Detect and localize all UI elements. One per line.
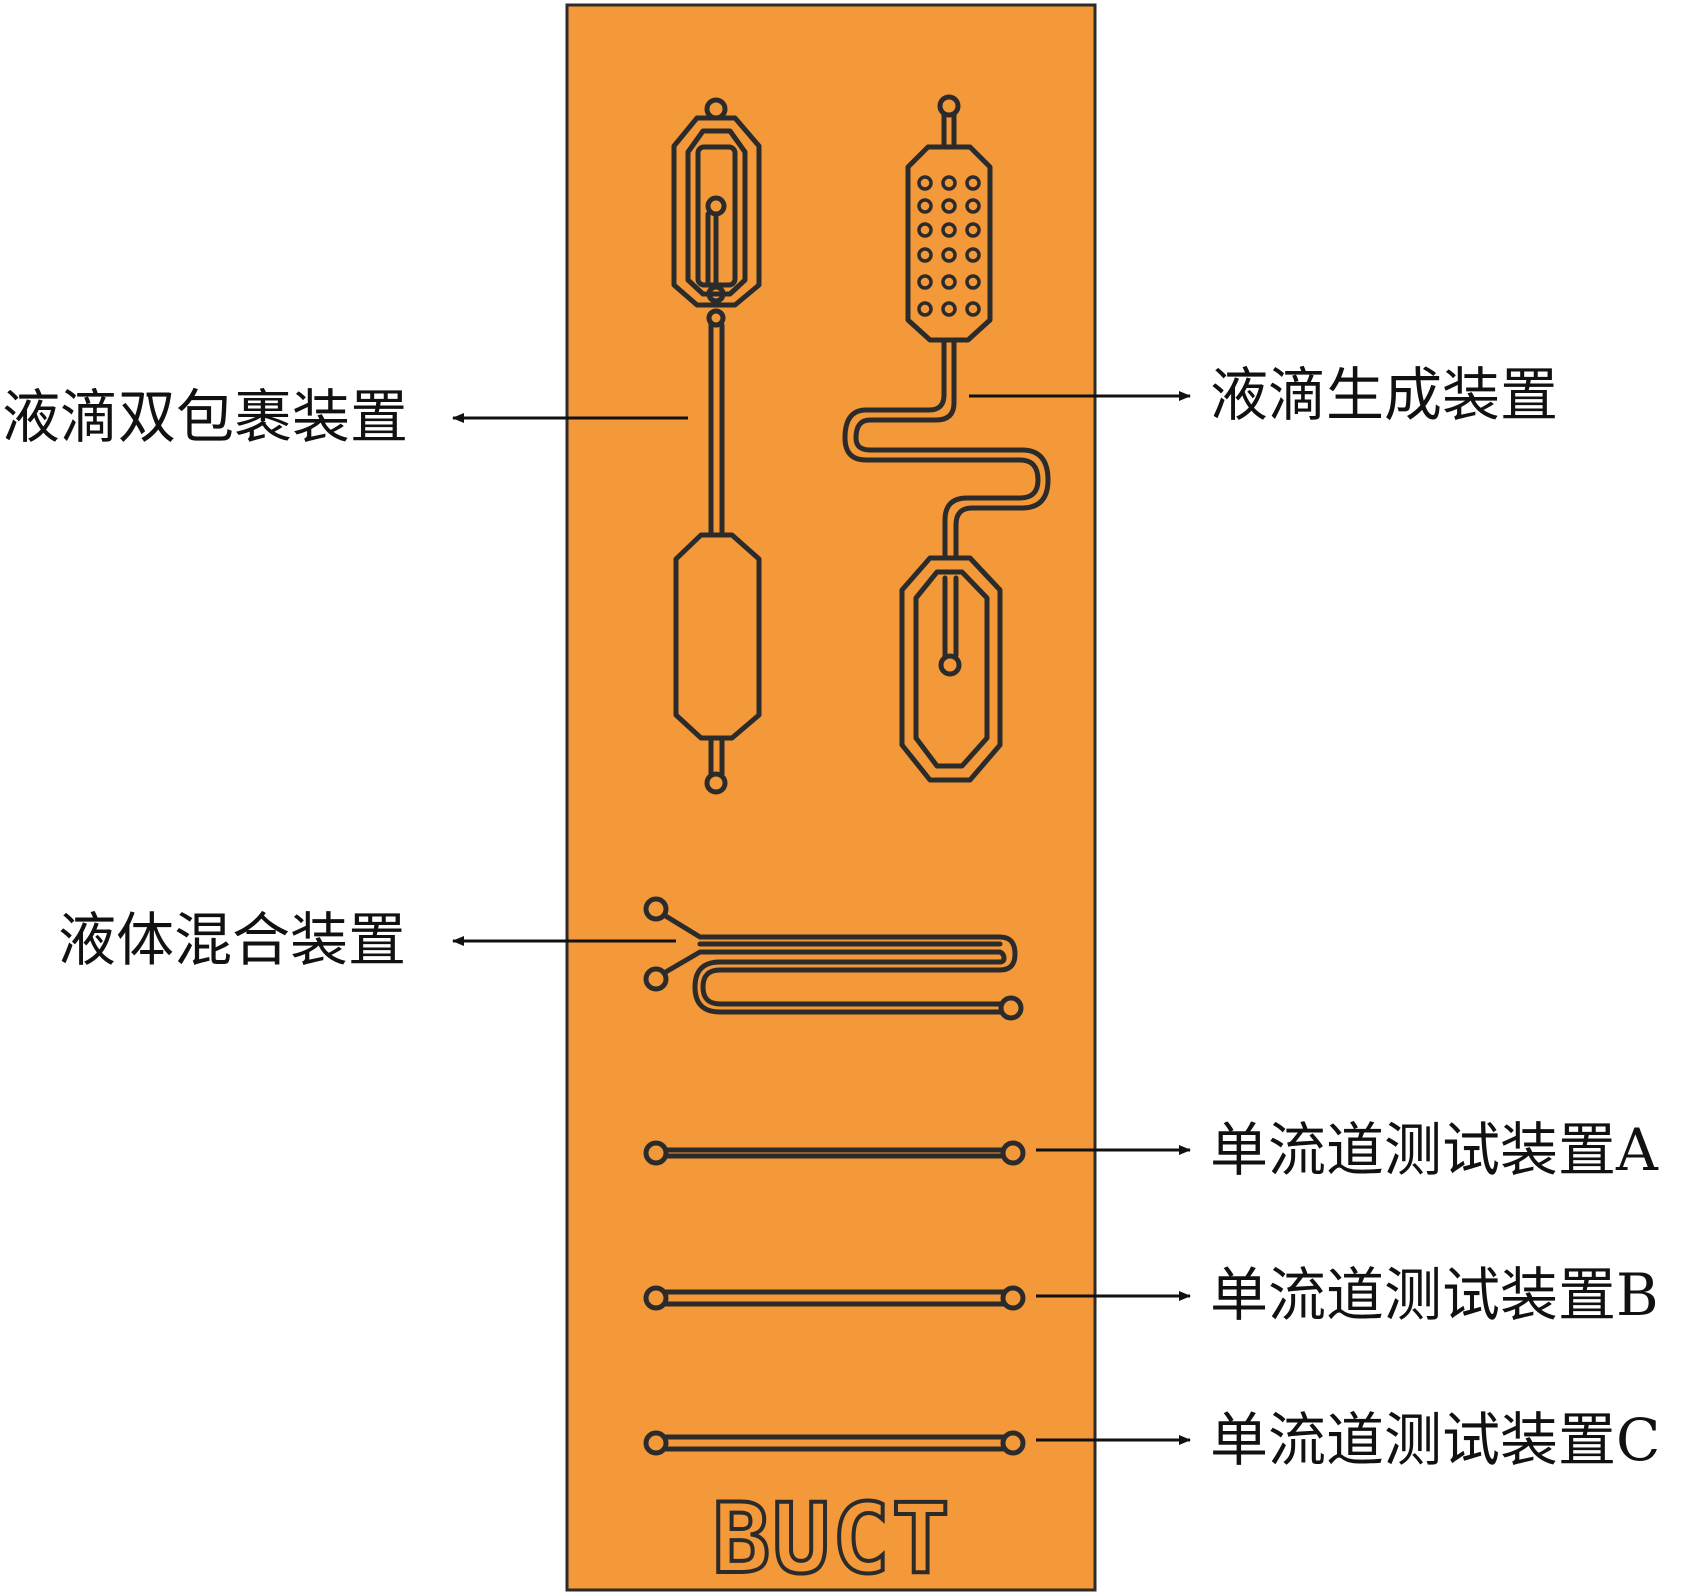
label-single-channel-b: 单流道测试装置B xyxy=(1210,1261,1659,1329)
label-single-channel-c: 单流道测试装置C xyxy=(1210,1406,1661,1474)
label-double-emulsion: 液滴双包裹装置 xyxy=(2,383,409,451)
single-channel-a-device xyxy=(643,1140,1026,1166)
mixing-device xyxy=(643,896,1024,1021)
single-channel-b-device xyxy=(643,1285,1026,1311)
pillar-array xyxy=(917,175,981,317)
chip-logo-text: BUCT xyxy=(712,1483,951,1592)
single-channel-c-device xyxy=(643,1430,1026,1456)
label-droplet-generation: 液滴生成装置 xyxy=(1210,361,1559,429)
label-mixing: 液体混合装置 xyxy=(58,906,407,974)
chip-body xyxy=(565,3,1097,1592)
droplet-generation-device xyxy=(842,94,1051,783)
double-emulsion-device xyxy=(671,97,762,795)
label-single-channel-a: 单流道测试装置A xyxy=(1210,1116,1658,1184)
